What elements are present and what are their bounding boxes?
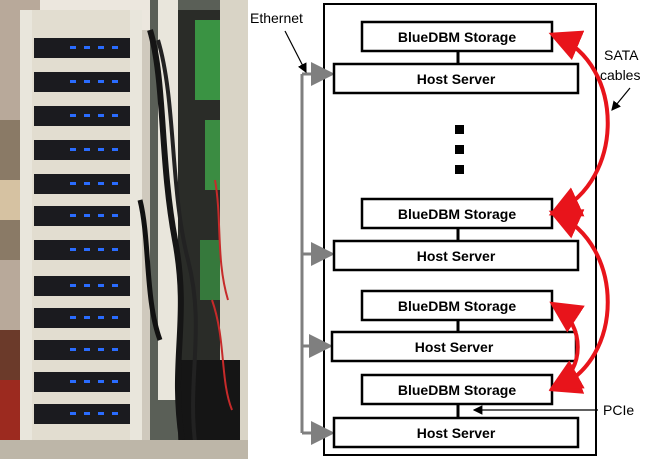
status-led	[98, 248, 104, 251]
status-led	[98, 316, 104, 319]
status-led	[98, 80, 104, 83]
status-led	[112, 380, 118, 383]
status-led	[84, 380, 90, 383]
status-led	[84, 80, 90, 83]
status-led	[112, 182, 118, 185]
status-led	[112, 148, 118, 151]
status-led	[70, 284, 76, 287]
storage-label: BlueDBM Storage	[398, 206, 516, 222]
status-led	[98, 182, 104, 185]
status-led	[112, 348, 118, 351]
status-led	[70, 316, 76, 319]
status-led	[70, 214, 76, 217]
storage-label: BlueDBM Storage	[398, 382, 516, 398]
host-server-box: Host Server	[330, 330, 578, 363]
server-unit	[34, 308, 130, 328]
sata-label-line2: cables	[600, 67, 640, 83]
status-led	[112, 46, 118, 49]
status-led	[84, 316, 90, 319]
status-led	[84, 412, 90, 415]
status-led	[84, 182, 90, 185]
host-label: Host Server	[417, 425, 496, 441]
ethernet-lines	[300, 62, 335, 445]
storage-box: BlueDBM Storage	[360, 289, 554, 322]
status-led	[98, 46, 104, 49]
status-led	[112, 412, 118, 415]
server-unit	[34, 206, 130, 226]
status-led	[84, 284, 90, 287]
server-rack-photo	[0, 0, 248, 459]
status-led	[84, 148, 90, 151]
storage-box: BlueDBM Storage	[360, 20, 554, 53]
server-unit	[34, 140, 130, 160]
server-unit	[34, 106, 130, 126]
status-led	[98, 114, 104, 117]
storage-box: BlueDBM Storage	[360, 373, 554, 406]
host-label: Host Server	[417, 71, 496, 87]
status-led	[70, 348, 76, 351]
rack-units	[34, 38, 130, 424]
status-led	[98, 412, 104, 415]
storage-box: BlueDBM Storage	[360, 197, 554, 230]
host-label: Host Server	[415, 339, 494, 355]
status-led	[112, 80, 118, 83]
status-led	[70, 248, 76, 251]
storage-label: BlueDBM Storage	[398, 298, 516, 314]
server-unit	[34, 38, 130, 58]
status-led	[70, 80, 76, 83]
status-led	[112, 248, 118, 251]
status-led	[84, 214, 90, 217]
status-led	[98, 380, 104, 383]
status-led	[112, 114, 118, 117]
status-led	[98, 348, 104, 351]
server-unit	[34, 404, 130, 424]
sata-pointer	[611, 87, 631, 111]
status-led	[98, 284, 104, 287]
status-led	[84, 46, 90, 49]
status-led	[98, 214, 104, 217]
status-led	[70, 412, 76, 415]
sata-label-line1: SATA	[604, 47, 639, 63]
host-server-box: Host Server	[332, 239, 580, 272]
server-unit	[34, 340, 130, 360]
host-label: Host Server	[417, 248, 496, 264]
pcie-label: PCIe	[603, 402, 634, 418]
status-led	[84, 248, 90, 251]
storage-label: BlueDBM Storage	[398, 29, 516, 45]
server-unit	[34, 372, 130, 392]
ethernet-label: Ethernet	[250, 10, 303, 26]
status-led	[84, 114, 90, 117]
status-led	[70, 380, 76, 383]
status-led	[84, 348, 90, 351]
ethernet-pointer	[284, 30, 307, 74]
ellipsis-dots	[455, 125, 464, 174]
server-unit	[34, 72, 130, 92]
status-led	[70, 46, 76, 49]
sata-cables	[548, 30, 610, 394]
host-server-box: Host Server	[332, 416, 580, 449]
status-led	[70, 114, 76, 117]
server-unit	[34, 174, 130, 194]
status-led	[70, 182, 76, 185]
status-led	[70, 148, 76, 151]
host-server-box: Host Server	[332, 62, 580, 95]
status-led	[112, 284, 118, 287]
server-unit	[34, 240, 130, 260]
rack-enclosure	[323, 3, 597, 456]
status-led	[98, 148, 104, 151]
status-led	[112, 316, 118, 319]
status-led	[112, 214, 118, 217]
server-unit	[34, 276, 130, 296]
